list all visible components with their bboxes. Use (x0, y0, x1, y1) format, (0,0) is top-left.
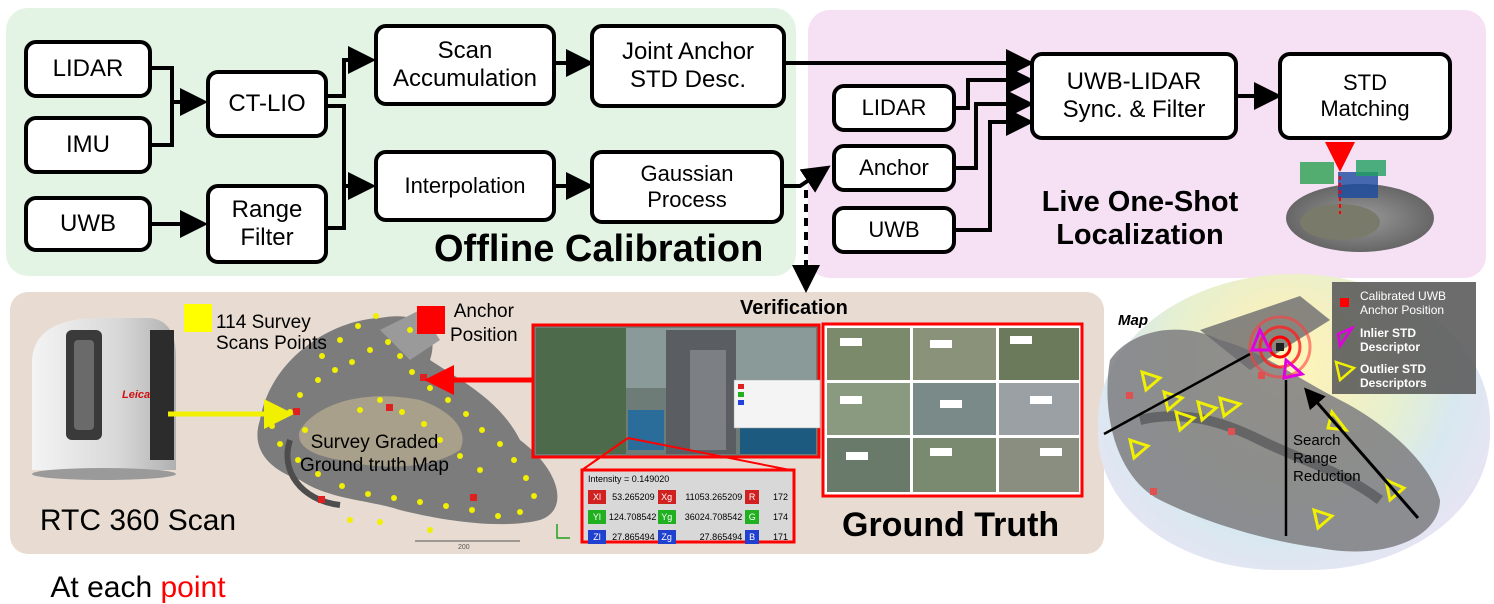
diagram-canvas: Leica (32, 46, 1476, 552)
offline-imu-box: IMU (24, 116, 152, 174)
intensity-table-cell: 124.708542 (608, 512, 657, 522)
search-range-label: Search Range Reduction (1293, 432, 1361, 485)
intensity-table-cell: G (745, 510, 760, 524)
intensity-table-cell: 174 (772, 512, 789, 522)
survey-point-legend-square (184, 304, 212, 332)
offline-uwb-box: UWB (24, 196, 152, 252)
rtc-line-1: RTC 360 Scan (39, 503, 237, 537)
intensity-table-cell: 172 (772, 492, 788, 502)
offline-calibration-title: Offline Calibration (434, 228, 764, 270)
legend-outlier-label: Outlier STD Descriptors (1360, 362, 1427, 390)
localization-map (1103, 282, 1476, 552)
offline-arrows (150, 46, 1034, 293)
range-filter-box: Range Filter (206, 184, 328, 264)
intensity-table-cell: Yl (588, 510, 606, 524)
live-lidar-box: LIDAR (832, 84, 956, 132)
scan-accumulation-box: Scan Accumulation (374, 24, 556, 106)
intensity-table-cell: Xl (588, 490, 606, 504)
live-uwb-box: UWB (832, 206, 956, 254)
rtc-point-word: point (160, 570, 226, 604)
intensity-table-cell: 36024.708542 (684, 512, 743, 522)
anchor-position-label: Anchor Position (450, 301, 518, 346)
ground-truth-map (257, 310, 570, 542)
offline-lidar-box: LIDAR (24, 40, 152, 98)
intensity-table-cell: 11053.265209 (685, 492, 743, 502)
interpolation-box: Interpolation (374, 150, 556, 222)
rtc-line-2: At each (50, 570, 161, 604)
verification-aerial-image (531, 323, 821, 471)
ctlio-box: CT-LIO (206, 70, 328, 138)
scale-label: 200 (458, 544, 470, 551)
intensity-table-cell: R (745, 490, 760, 504)
legend-anchor-label: Calibrated UWB Anchor Position (1360, 289, 1447, 317)
std-matching-cloud (1286, 142, 1434, 252)
intensity-table-cell: 171 (772, 532, 788, 542)
verification-camera-grid (821, 322, 1084, 498)
gaussian-process-box: Gaussian Process (590, 150, 784, 224)
rtc-caption: RTC 360 Scan At each point (22, 470, 254, 604)
intensity-value: Intensity = 0.149020 (588, 474, 670, 484)
survey-map-label: Survey Graded Ground truth Map (300, 432, 449, 476)
scanner-brand: Leica (122, 389, 150, 401)
live-localization-title: Live One-Shot Localization (1041, 186, 1239, 252)
ground-truth-title: Ground Truth (842, 506, 1060, 544)
intensity-table-cell: Xg (657, 490, 676, 504)
anchor-legend-square (417, 306, 445, 334)
live-anchor-box: Anchor (832, 144, 956, 192)
sync-filter-box: UWB-LIDAR Sync. & Filter (1030, 52, 1238, 140)
intensity-table-cell: 27.865494 (699, 532, 743, 542)
joint-anchor-box: Joint Anchor STD Desc. (590, 24, 786, 108)
std-matching-box: STD Matching (1278, 52, 1452, 140)
rtc-scanner (32, 318, 176, 480)
intensity-table-cell: Zl (588, 530, 606, 544)
live-arrows (954, 66, 1282, 232)
legend-inlier-label: Inlier STD Descriptor (1360, 326, 1421, 354)
verification-label: Verification (740, 297, 848, 319)
intensity-table-cell: 53.265209 (612, 492, 655, 502)
intensity-table-cell: 27.865494 (612, 532, 655, 542)
intensity-table-cell: Yg (657, 510, 676, 524)
map-title: Map (1118, 312, 1148, 329)
survey-points-label: 114 Survey Scans Points (216, 312, 327, 354)
intensity-table-cell: Zg (657, 530, 676, 544)
intensity-table-cell: B (745, 530, 760, 544)
